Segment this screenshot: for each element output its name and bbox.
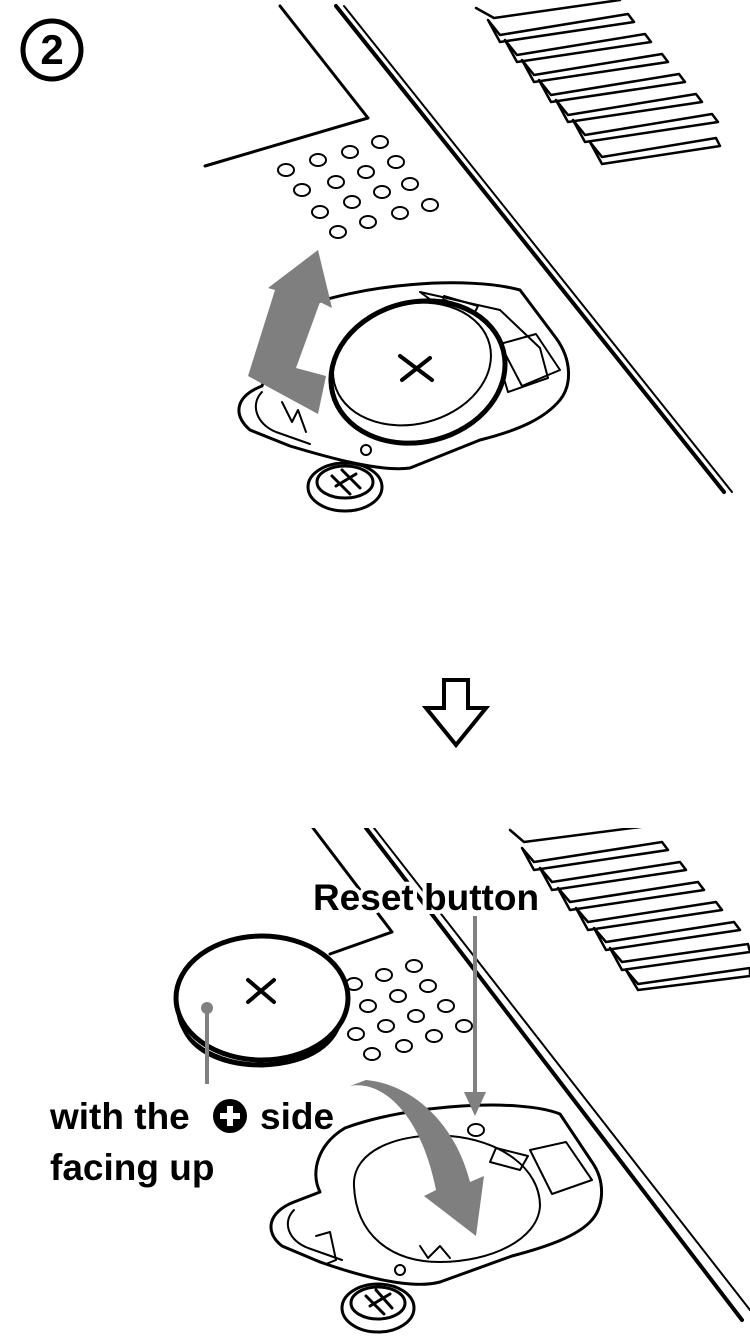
leader-lines [201,916,486,1116]
step-badge: 2 [20,18,84,82]
top-vent-slots [474,0,722,166]
step-badge-circle-icon [20,18,84,82]
bottom-vent-slots [508,828,750,992]
top-panel [203,0,733,513]
top-battery-cross-mark-icon [398,354,434,382]
top-speaker-dots [277,135,439,239]
loose-battery-cross-mark-icon [246,978,276,1004]
transition-down-arrow-icon [421,678,491,749]
bottom-speaker-dots [345,959,473,1061]
orientation-label-line1-suffix: side [260,1096,334,1137]
top-housing-edges [203,4,733,494]
reset-button-hole [467,1123,485,1137]
orientation-leader-dot [201,1002,213,1014]
bottom-screw-icon [340,1282,416,1334]
reset-button-label: Reset button [313,877,539,918]
loose-battery [173,933,351,1068]
step-number: 2 [40,26,63,73]
orientation-label-line2: facing up [50,1147,214,1188]
top-screw-icon [306,461,384,513]
reset-leader-arrowhead-icon [464,1092,486,1116]
callout-labels: Reset button with the side facing up [49,873,543,1188]
bottom-housing-edges [311,828,750,1322]
plus-circle-icon [213,1099,247,1133]
bottom-panel [269,828,750,1334]
orientation-label-line1-prefix: with the [49,1096,190,1137]
removal-up-arrow-icon [248,250,332,414]
top-battery [328,298,508,446]
insertion-curved-arrow-icon [350,1080,484,1236]
